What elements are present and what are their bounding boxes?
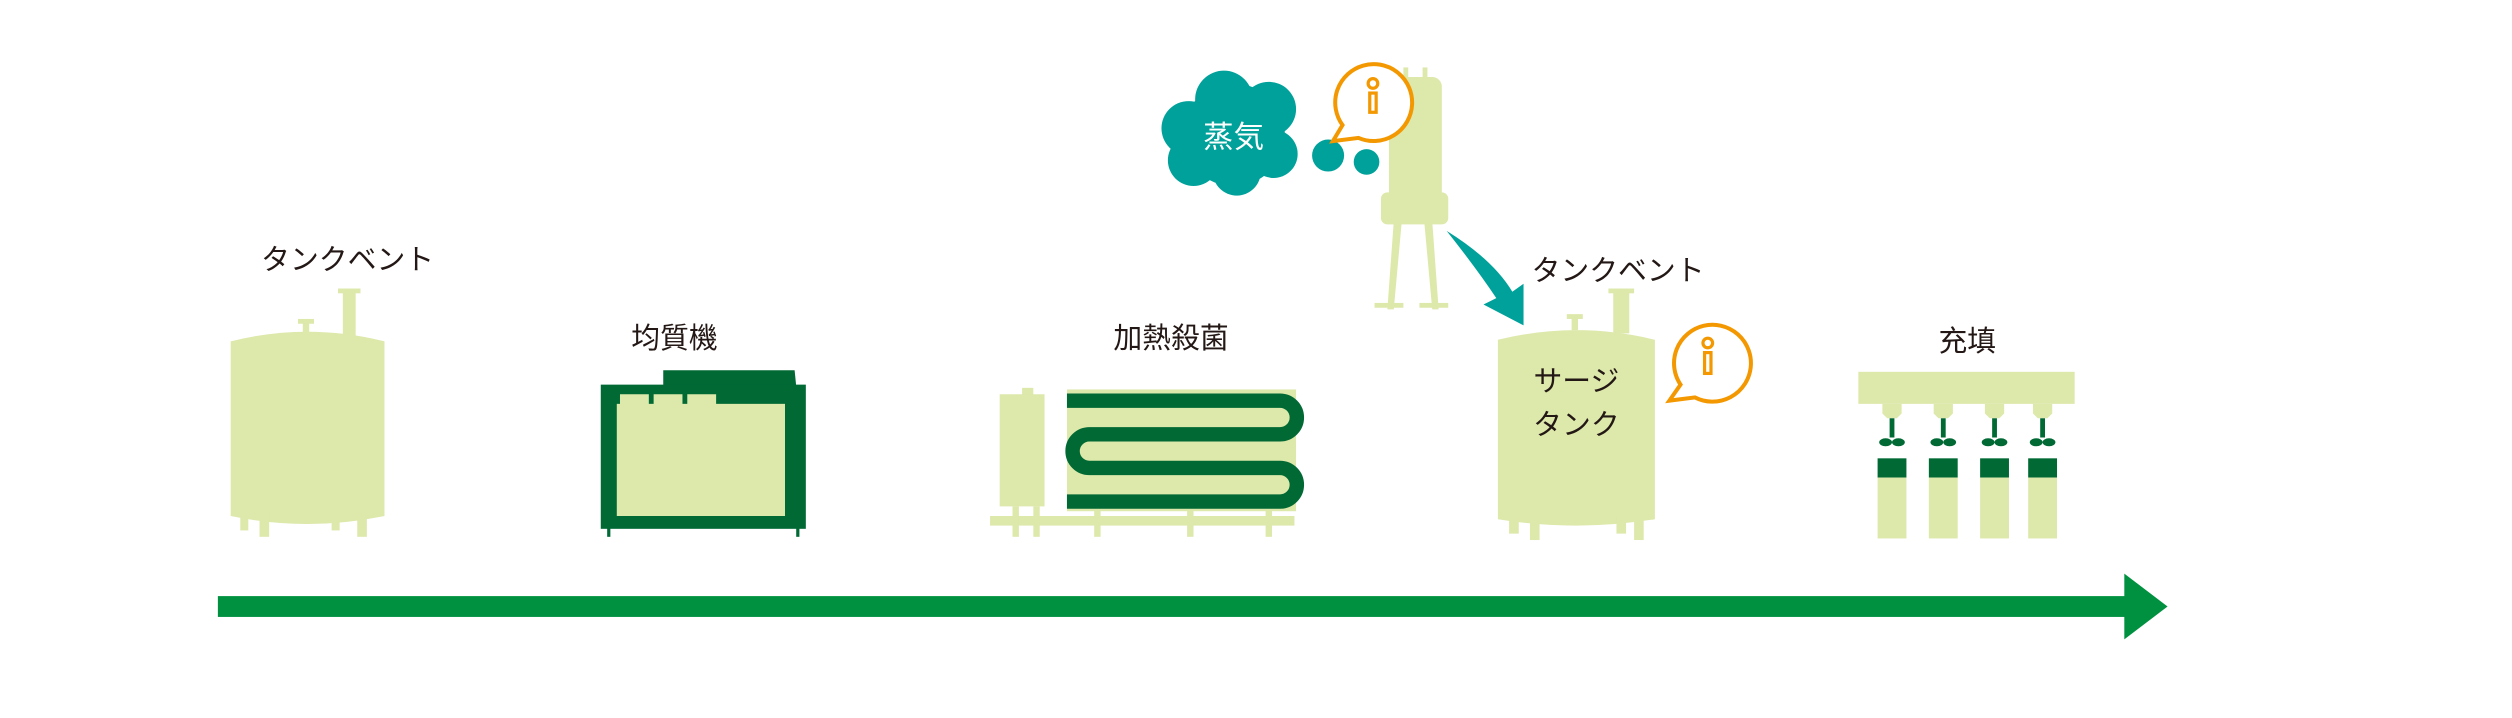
steam-cloud-icon (1161, 70, 1380, 196)
bottle-icon (1980, 403, 2009, 539)
tank-vent-label-2: タンクベント (1532, 254, 1705, 288)
storage-tank-icon (230, 288, 385, 537)
flow-arrow (217, 573, 2168, 640)
homogenizer[interactable]: 均質機 (600, 321, 806, 537)
transfer-arrow-icon (1446, 230, 1524, 326)
homogenizer-icon (600, 370, 806, 537)
info-icon[interactable] (1665, 322, 1753, 404)
bottle-icon (1928, 403, 1958, 539)
surge-tank-text-line1: サージ (1533, 364, 1619, 398)
filling-machine-icon (1858, 371, 2075, 539)
homogenizer-label: 均質機 (631, 321, 718, 355)
steam-label: 蒸気 (1203, 121, 1264, 156)
tank-vent-1[interactable]: タンクベント (230, 242, 434, 537)
filling-label: 充填 (1938, 324, 1996, 358)
heat-exchanger-icon (990, 387, 1305, 537)
tank-vent-label: タンクベント (261, 242, 434, 276)
surge-tank-text-line2: タンク (1533, 407, 1620, 441)
heat-sterilizer-label: 加熱殺菌 (1113, 321, 1228, 355)
surge-tank[interactable]: タンクベント サージ タンク (1497, 254, 1753, 541)
info-icon[interactable] (1329, 62, 1415, 144)
heat-sterilizer[interactable]: 加熱殺菌 (990, 321, 1305, 537)
bottle-icon (2028, 403, 2058, 539)
bottle-icon (1877, 403, 1907, 539)
surge-tank-icon (1497, 288, 1655, 541)
steam-injection[interactable]: 蒸気 (1161, 62, 1524, 326)
filling[interactable]: 充填 (1858, 324, 2075, 539)
